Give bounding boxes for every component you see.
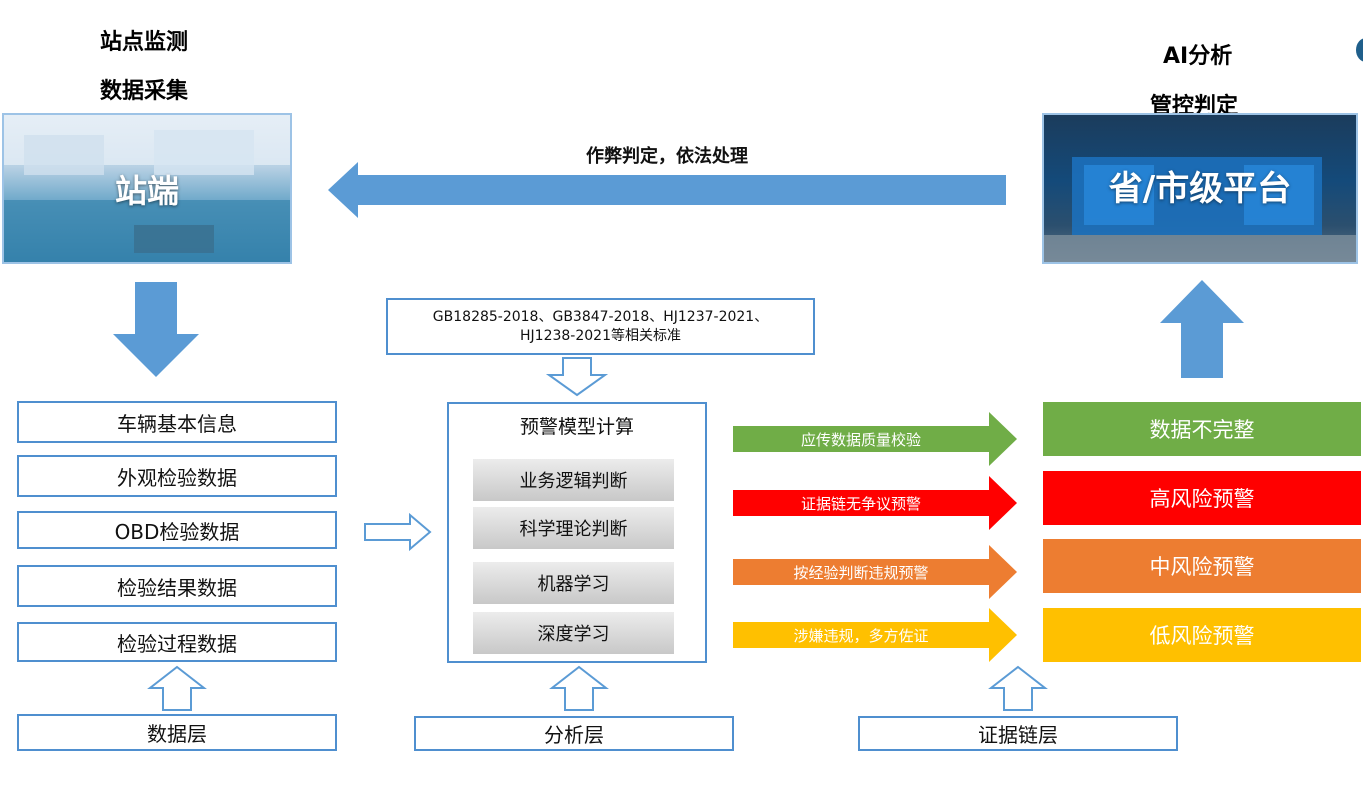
- station-label: 站端: [114, 171, 179, 210]
- heading-ai-analysis: AI分析: [1163, 44, 1233, 69]
- data-to-model-arrow: [364, 512, 432, 552]
- heading-data-collection: 数据采集: [100, 79, 189, 104]
- flow-label-quality: 应传数据质量校验: [800, 430, 921, 449]
- down-arrow-station: [113, 282, 199, 377]
- standards-down-arrow: [545, 357, 609, 397]
- evidence-layer-up-arrow: [988, 665, 1048, 711]
- platform-photo: 省/市级平台: [1042, 113, 1358, 264]
- flow-arrow-evidence: [733, 476, 1017, 530]
- flow-label-suspected: 涉嫌违规，多方佐证: [793, 626, 929, 645]
- method-machine-learning: 机器学习: [473, 562, 674, 604]
- data-layer-up-arrow: [147, 665, 207, 711]
- flow-label-experience: 按经验判断违规预警: [793, 563, 929, 582]
- model-title: 预警模型计算: [519, 416, 634, 438]
- partial-circle-icon: [1356, 38, 1363, 62]
- platform-label: 省/市级平台: [1108, 168, 1292, 209]
- result-medium-risk: 中风险预警: [1043, 539, 1361, 593]
- flow-label-evidence: 证据链无争议预警: [800, 494, 921, 513]
- top-arrow-label: 作弊判定，依法处理: [586, 146, 748, 167]
- heading-site-monitoring: 站点监测: [100, 30, 189, 55]
- back-to-station-arrow: [328, 162, 1006, 218]
- flow-arrow-suspected: [733, 608, 1017, 662]
- up-arrow-platform: [1160, 280, 1244, 378]
- layer-data: 数据层: [17, 714, 337, 751]
- method-business-logic: 业务逻辑判断: [473, 459, 674, 501]
- station-photo-scene: [4, 115, 290, 262]
- standards-line-2: HJ1238-2021等相关标准: [520, 327, 681, 344]
- standards-box: GB18285-2018、GB3847-2018、HJ1237-2021、 HJ…: [386, 298, 815, 355]
- result-low-risk: 低风险预警: [1043, 608, 1361, 662]
- flow-arrow-experience: [733, 545, 1017, 599]
- model-box: 预警模型计算 业务逻辑判断 科学理论判断 机器学习 深度学习: [447, 402, 707, 663]
- flow-arrow-quality: [733, 412, 1017, 466]
- data-item-appearance: 外观检验数据: [17, 455, 337, 497]
- layer-evidence: 证据链层: [858, 716, 1178, 751]
- result-incomplete: 数据不完整: [1043, 402, 1361, 456]
- standards-line-1: GB18285-2018、GB3847-2018、HJ1237-2021、: [432, 308, 769, 325]
- data-item-vehicle-info: 车辆基本信息: [17, 401, 337, 443]
- analysis-layer-up-arrow: [549, 665, 609, 711]
- method-scientific-theory: 科学理论判断: [473, 507, 674, 549]
- data-item-obd: OBD检验数据: [17, 511, 337, 549]
- platform-photo-scene: [1044, 157, 1356, 262]
- data-item-result: 检验结果数据: [17, 565, 337, 607]
- method-deep-learning: 深度学习: [473, 612, 674, 654]
- station-photo: 站端: [2, 113, 292, 264]
- layer-analysis: 分析层: [414, 716, 734, 751]
- result-high-risk: 高风险预警: [1043, 471, 1361, 525]
- data-item-process: 检验过程数据: [17, 622, 337, 662]
